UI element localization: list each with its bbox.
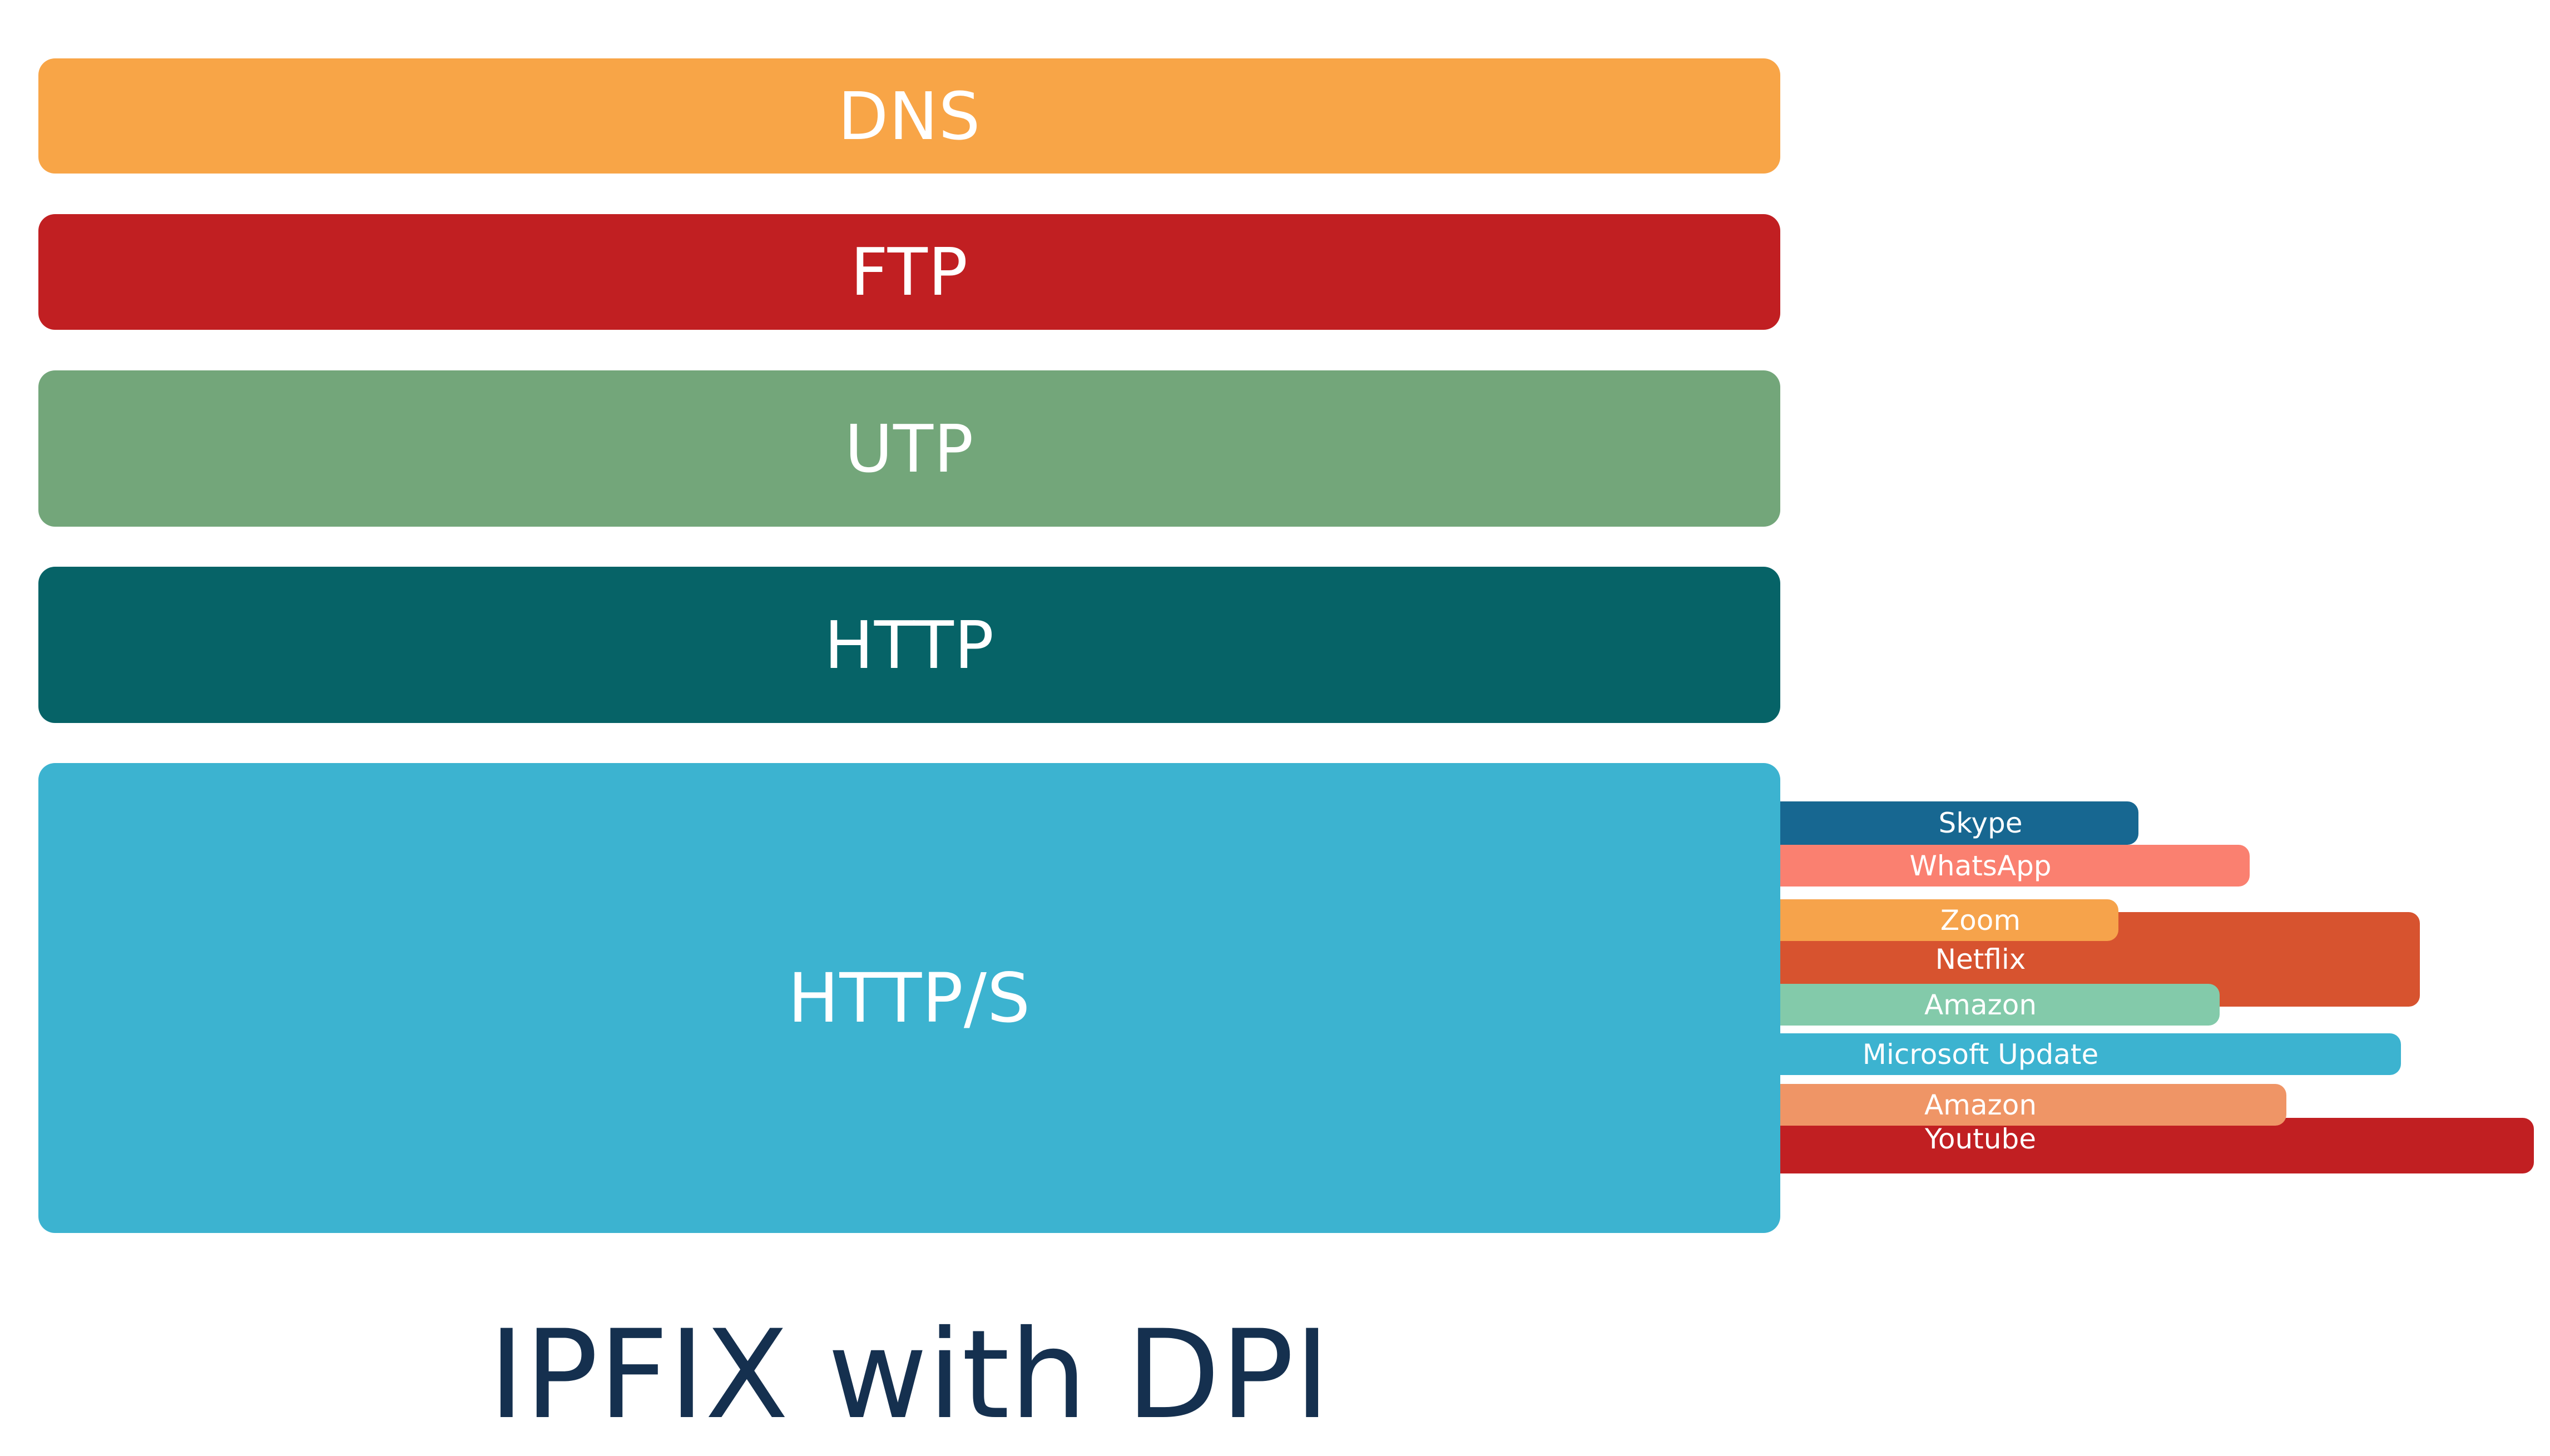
- app-bar-skype: Skype: [1780, 801, 2138, 845]
- protocol-layer-utp: UTP: [38, 370, 1780, 527]
- protocol-label: HTTP: [824, 606, 994, 684]
- diagram-title: IPFIX with DPI: [488, 1304, 1330, 1446]
- app-label: WhatsApp: [1909, 849, 2052, 882]
- app-bar-microsoft-update: Microsoft Update: [1780, 1033, 2401, 1075]
- app-label: Youtube: [1925, 1123, 2036, 1155]
- app-label: Microsoft Update: [1862, 1038, 2099, 1071]
- protocol-layer-dns: DNS: [38, 58, 1780, 174]
- app-bar-zoom: Zoom: [1780, 899, 2118, 941]
- app-bar-amazon-2: Amazon: [1780, 1084, 2286, 1126]
- app-label: Netflix: [1935, 943, 2026, 975]
- app-bar-youtube: Youtube: [1780, 1118, 2534, 1173]
- protocol-layer-ftp: FTP: [38, 214, 1780, 330]
- app-label: Skype: [1938, 807, 2023, 839]
- protocol-label: FTP: [850, 234, 969, 310]
- protocol-label: UTP: [844, 410, 974, 487]
- app-bar-amazon: Amazon: [1780, 984, 2220, 1026]
- app-bar-whatsapp: WhatsApp: [1780, 845, 2250, 887]
- protocol-label: DNS: [838, 77, 981, 155]
- protocol-label: HTTP/S: [788, 958, 1031, 1038]
- protocol-layer-https: HTTP/S: [38, 763, 1780, 1233]
- app-label: Zoom: [1940, 904, 2021, 937]
- app-label: Amazon: [1924, 1088, 2037, 1121]
- app-label: Amazon: [1924, 988, 2037, 1021]
- protocol-layer-http: HTTP: [38, 567, 1780, 723]
